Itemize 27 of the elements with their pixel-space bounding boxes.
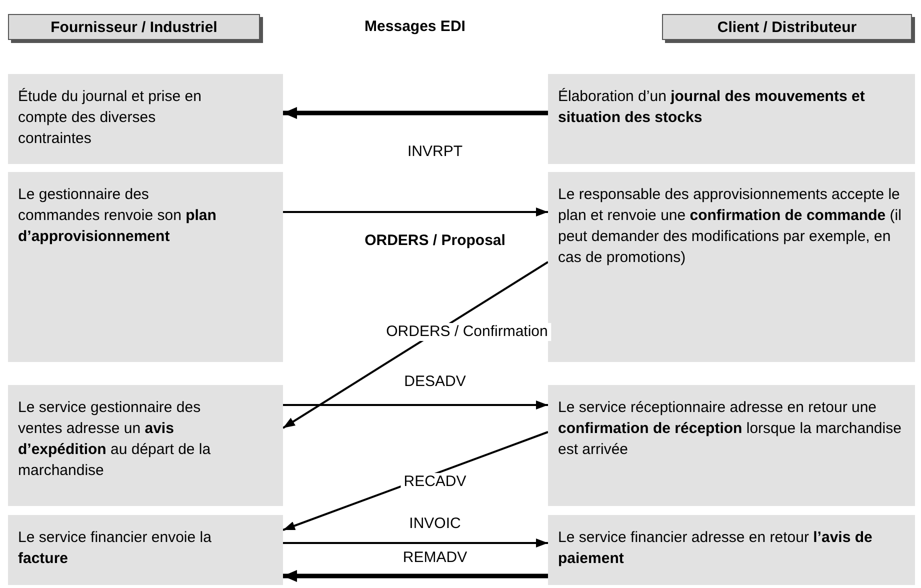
process-box	[548, 385, 915, 506]
arrow	[283, 400, 548, 410]
process-box	[548, 515, 915, 585]
edge-label: RECADV	[400, 473, 470, 491]
arrow	[283, 208, 548, 216]
process-box	[8, 385, 283, 506]
process-box	[8, 172, 283, 362]
description-text: Le service réceptionnaire adresse en retour une confirmation de réception lorsque la marchandise est arrivée	[558, 398, 902, 460]
description-text: Le service gestionnaire des ventes adresse un avis d’expédition au départ de la marchandise	[18, 398, 212, 481]
description-text: Le service financier envoie la facture	[18, 528, 212, 569]
description-text: Le service financier adresse en retour l’avis de paiement	[558, 528, 874, 569]
column-header-box	[8, 14, 260, 40]
process-box	[8, 515, 283, 585]
column-header-box	[662, 14, 912, 40]
arrow	[283, 570, 548, 582]
description-text: Étude du journal et prise en compte des diverses contraintes	[18, 87, 202, 149]
process-box	[8, 74, 283, 164]
arrow	[283, 107, 548, 119]
column-title: Client / Distributeur	[717, 18, 857, 36]
process-box	[548, 74, 915, 164]
process-box	[548, 172, 915, 362]
arrow	[282, 261, 549, 429]
arrow	[283, 538, 548, 548]
description-text: Élaboration d’un journal des mouvements et situation des stocks	[558, 87, 866, 128]
description-text: Le gestionnaire des commandes renvoie son plan d’approvisionnement	[18, 185, 218, 247]
column-title: Fournisseur / Industriel	[50, 18, 218, 36]
description-text: Le responsable des approvisionnements accepte le plan et renvoie une confirmation de commande (il peut demander des modifications par exemple, en cas de promotions)	[558, 185, 902, 268]
